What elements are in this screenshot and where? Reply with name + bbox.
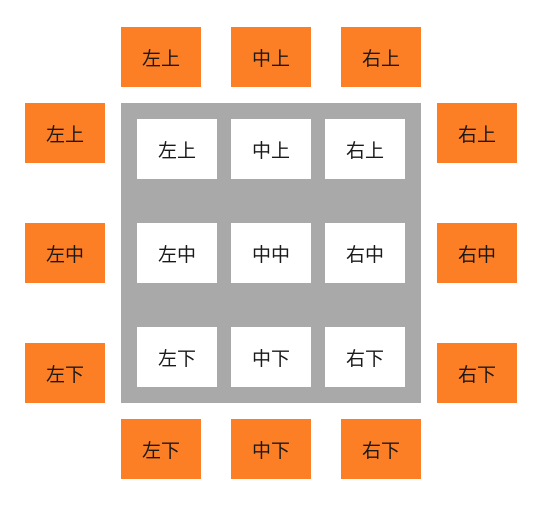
grid-cell-center[interactable]: 中中 xyxy=(231,223,311,283)
bottom-right-button[interactable]: 右下 xyxy=(341,419,421,479)
bottom-left-button[interactable]: 左下 xyxy=(121,419,201,479)
grid-cell-bottom-right[interactable]: 右下 xyxy=(325,327,405,387)
top-left-button[interactable]: 左上 xyxy=(121,27,201,87)
top-right-button[interactable]: 右上 xyxy=(341,27,421,87)
grid-cell-bottom-center[interactable]: 中下 xyxy=(231,327,311,387)
grid-cell-top-center[interactable]: 中上 xyxy=(231,119,311,179)
left-top-button[interactable]: 左上 xyxy=(25,103,105,163)
left-middle-button[interactable]: 左中 xyxy=(25,223,105,283)
right-middle-button[interactable]: 右中 xyxy=(437,223,517,283)
left-bottom-button[interactable]: 左下 xyxy=(25,343,105,403)
grid-cell-top-right[interactable]: 右上 xyxy=(325,119,405,179)
grid-cell-middle-left[interactable]: 左中 xyxy=(137,223,217,283)
grid-cell-bottom-left[interactable]: 左下 xyxy=(137,327,217,387)
bottom-center-button[interactable]: 中下 xyxy=(231,419,311,479)
grid-cell-middle-right[interactable]: 右中 xyxy=(325,223,405,283)
right-top-button[interactable]: 右上 xyxy=(437,103,517,163)
placement-grid-panel: 左上 中上 右上 左中 中中 右中 左下 中下 右下 xyxy=(121,103,421,403)
top-center-button[interactable]: 中上 xyxy=(231,27,311,87)
right-bottom-button[interactable]: 右下 xyxy=(437,343,517,403)
grid-cell-top-left[interactable]: 左上 xyxy=(137,119,217,179)
